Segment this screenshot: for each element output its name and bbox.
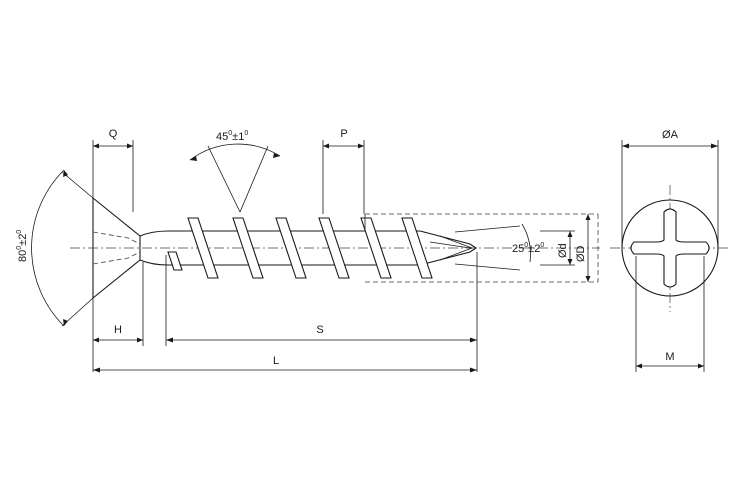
label-small-d: Ød xyxy=(557,243,569,258)
label-a: ØA xyxy=(662,129,679,141)
thread-blade xyxy=(187,217,219,279)
tip-angle-lines xyxy=(454,225,521,271)
dimensions-side: Q P H S L Ød ØD 800±20 xyxy=(16,128,591,373)
screw-shank xyxy=(139,230,420,266)
head-angle-value: 80 xyxy=(17,250,29,262)
thread-angle-arc xyxy=(189,143,281,161)
recess-hidden-lines xyxy=(92,231,141,265)
label-m: M xyxy=(665,351,674,363)
phillips-recess xyxy=(630,208,710,288)
head-angle-arrows xyxy=(63,170,68,326)
thread-blade xyxy=(401,217,433,279)
tip-angle-tol: ±2 xyxy=(528,243,540,255)
label-big-d: ØD xyxy=(575,245,587,262)
dim-s-lines xyxy=(165,252,478,372)
label-p: P xyxy=(340,128,347,140)
head-angle-tol: ±2 xyxy=(17,234,29,246)
thread-blade xyxy=(360,217,392,279)
thread-angle-label: 450±10 xyxy=(216,130,248,143)
dim-h-lines xyxy=(92,262,144,372)
label-s: S xyxy=(316,324,323,336)
dim-p-lines xyxy=(322,140,365,214)
dim-d-lines xyxy=(540,214,589,282)
tip-angle-value: 25 xyxy=(512,243,524,255)
dim-q-lines xyxy=(92,140,134,212)
head-angle-tol-deg: 0 xyxy=(16,230,23,234)
thread-angle-arrows xyxy=(190,153,280,161)
label-q: Q xyxy=(109,128,118,140)
thread-blade xyxy=(318,217,350,279)
label-h: H xyxy=(114,324,122,336)
svg-text:800±20: 800±20 xyxy=(16,230,29,262)
thread-blade xyxy=(167,251,183,271)
thread-envelope xyxy=(365,213,599,283)
head-angle-deg: 0 xyxy=(16,246,23,250)
tip-angle-label: 250±20 xyxy=(512,242,544,255)
thread-blade xyxy=(232,217,264,279)
dim-m-lines xyxy=(635,256,705,372)
screw-head xyxy=(92,197,141,299)
thread-angle-lines xyxy=(207,145,269,213)
dim-h-arrows xyxy=(93,337,143,343)
label-l: L xyxy=(273,355,279,367)
screw-tip xyxy=(419,230,477,266)
head-angle-label: 800±20 xyxy=(16,230,29,262)
thread-blade xyxy=(275,217,307,279)
thread-blades xyxy=(167,217,433,279)
head-angle-arc xyxy=(31,169,65,327)
thread-angle-value: 45 xyxy=(216,131,228,143)
screw-end-view xyxy=(610,185,730,312)
head-angle-extension xyxy=(61,171,94,327)
tip-angle-deg: 0 xyxy=(524,242,528,249)
tip-angle-tol-deg: 0 xyxy=(540,242,544,249)
dimensions-end: ØA M xyxy=(621,129,719,372)
thread-angle-tol-deg: 0 xyxy=(244,130,248,137)
thread-angle-tol: ±1 xyxy=(232,131,244,143)
dim-a-lines xyxy=(621,140,719,248)
screw-side-view xyxy=(70,197,600,299)
thread-angle-deg: 0 xyxy=(228,130,232,137)
tip-angle-arc xyxy=(521,223,531,263)
tip-detail xyxy=(429,235,474,261)
